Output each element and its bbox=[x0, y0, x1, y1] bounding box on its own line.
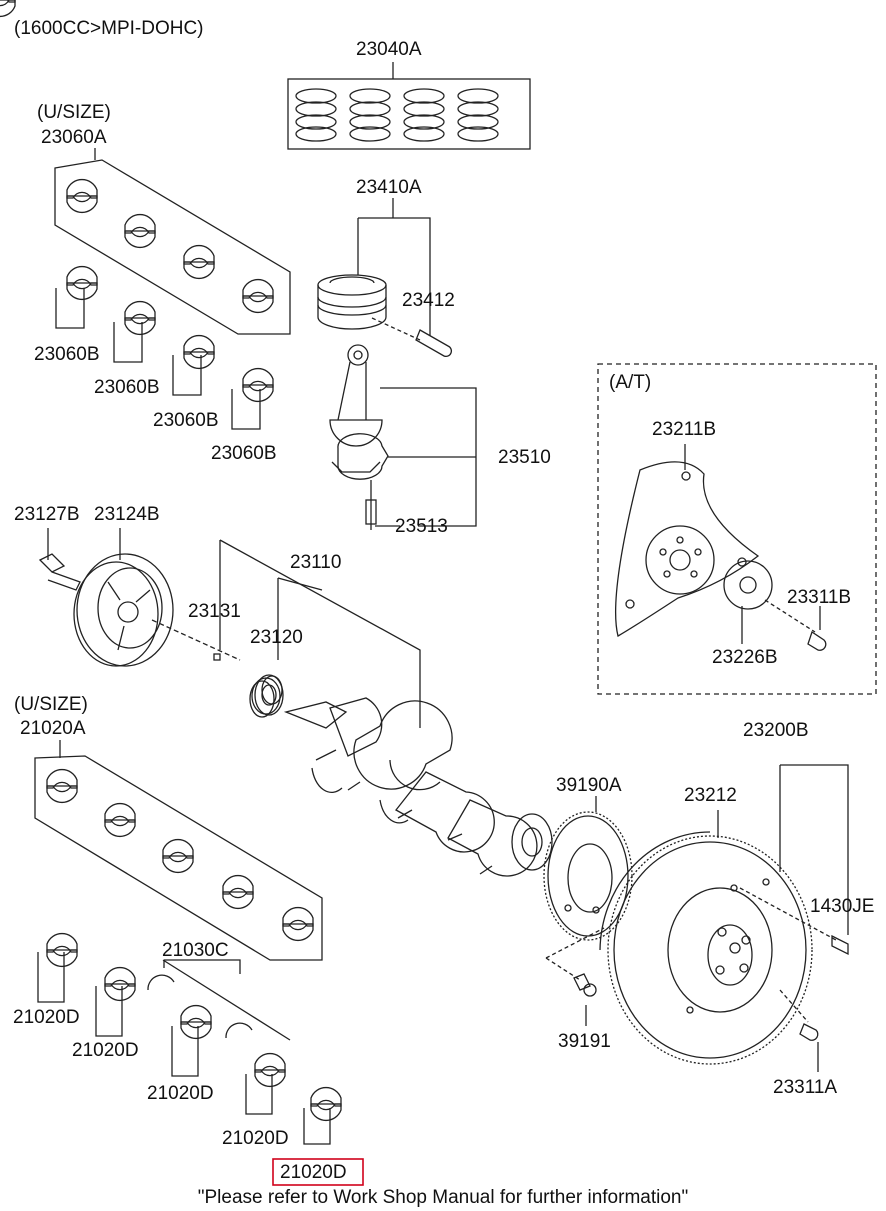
part-label-21020D-4[interactable]: 21020D bbox=[222, 1128, 289, 1149]
part-label-21030C[interactable]: 21030C bbox=[162, 940, 229, 961]
part-label-21020D-5-highlighted[interactable]: 21020D bbox=[280, 1162, 347, 1183]
part-label-23060B-2[interactable]: 23060B bbox=[94, 377, 160, 398]
at-drive-plate-group bbox=[597, 363, 877, 695]
part-label-23226B[interactable]: 23226B bbox=[712, 647, 778, 668]
piston-ring-set bbox=[287, 62, 531, 150]
flywheel bbox=[585, 764, 849, 1072]
part-label-23510[interactable]: 23510 bbox=[498, 447, 551, 468]
part-label-23311B[interactable]: 23311B bbox=[787, 587, 852, 608]
lower-bearing-shells bbox=[37, 932, 342, 1145]
at-box-label: (A/T) bbox=[609, 372, 652, 393]
part-label-23412[interactable]: 23412 bbox=[402, 290, 455, 311]
part-label-23060B-3[interactable]: 23060B bbox=[153, 410, 219, 431]
crank-pulley bbox=[38, 528, 241, 667]
part-label-23040A[interactable]: 23040A bbox=[356, 39, 422, 60]
drive-plate bbox=[543, 796, 633, 941]
upper-bearing-shells bbox=[55, 265, 274, 430]
part-label-23131[interactable]: 23131 bbox=[188, 601, 241, 622]
part-label-21020D-2[interactable]: 21020D bbox=[72, 1040, 139, 1061]
footer-note: "Please refer to Work Shop Manual for fu… bbox=[197, 1187, 689, 1208]
crankshaft bbox=[219, 539, 553, 877]
part-label-23060B-4[interactable]: 23060B bbox=[211, 443, 277, 464]
part-label-23120[interactable]: 23120 bbox=[250, 627, 303, 648]
upper-bearing-set bbox=[0, 0, 291, 335]
part-label-39190A[interactable]: 39190A bbox=[556, 775, 622, 796]
part-label-23110[interactable]: 23110 bbox=[290, 552, 342, 573]
part-label-23212[interactable]: 23212 bbox=[684, 785, 737, 806]
highlight-box bbox=[272, 1158, 364, 1186]
part-label-21020D-1[interactable]: 21020D bbox=[13, 1007, 80, 1028]
part-label-23410A[interactable]: 23410A bbox=[356, 177, 422, 198]
drive-plate-bolt bbox=[545, 927, 605, 997]
part-label-23311A[interactable]: 23311A bbox=[773, 1077, 838, 1098]
part-label-23124B[interactable]: 23124B bbox=[94, 504, 160, 525]
part-label-23060B-1[interactable]: 23060B bbox=[34, 344, 100, 365]
undersize-label-upper: (U/SIZE) bbox=[37, 102, 111, 123]
part-label-21020D-3[interactable]: 21020D bbox=[147, 1083, 214, 1104]
crank-sprocket bbox=[213, 653, 284, 718]
connecting-rod bbox=[329, 344, 477, 530]
part-label-39191[interactable]: 39191 bbox=[558, 1031, 611, 1052]
undersize-label-lower: (U/SIZE) bbox=[14, 694, 88, 715]
part-label-21020A[interactable]: 21020A bbox=[20, 718, 86, 739]
engine-spec-header: (1600CC>MPI-DOHC) bbox=[14, 18, 204, 39]
part-label-23200B[interactable]: 23200B bbox=[743, 720, 809, 741]
part-label-1430JE[interactable]: 1430JE bbox=[810, 896, 875, 917]
part-label-23513[interactable]: 23513 bbox=[395, 516, 448, 537]
piston-assembly bbox=[317, 198, 452, 358]
part-label-23211B[interactable]: 23211B bbox=[652, 419, 717, 440]
lower-bearing-set bbox=[34, 740, 323, 961]
part-label-23127B[interactable]: 23127B bbox=[14, 504, 80, 525]
part-label-23060A[interactable]: 23060A bbox=[41, 127, 107, 148]
